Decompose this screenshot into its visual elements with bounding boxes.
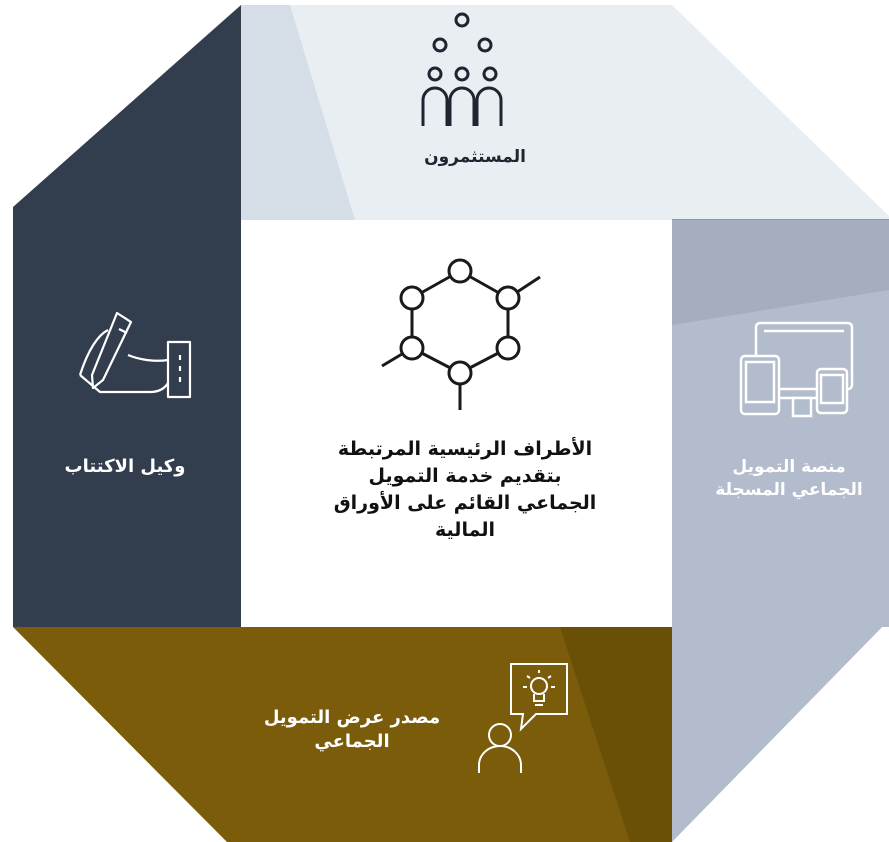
- center-title: الأطراف الرئيسية المرتبطة بتقديم خدمة ال…: [333, 438, 597, 541]
- agent-segment: [13, 5, 241, 627]
- hexagon-network-icon: [381, 258, 541, 410]
- signing-hand-icon: [78, 311, 192, 399]
- platform-segment: [672, 220, 889, 842]
- idea-presenter-icon: [478, 663, 568, 773]
- people-group-icon: [421, 12, 503, 126]
- devices-icon: [739, 321, 854, 418]
- issuer-segment: [13, 627, 672, 842]
- center-panel: [241, 220, 672, 627]
- investors-segment: [241, 5, 889, 221]
- agent-label: وكيل الاكتتاب: [64, 456, 186, 477]
- platform-label: منصة التمويل الجماعي المسجلة: [715, 457, 863, 500]
- investors-label: المستثمرون: [424, 147, 526, 167]
- issuer-label: مصدر عرض التمويل الجماعي: [263, 707, 441, 753]
